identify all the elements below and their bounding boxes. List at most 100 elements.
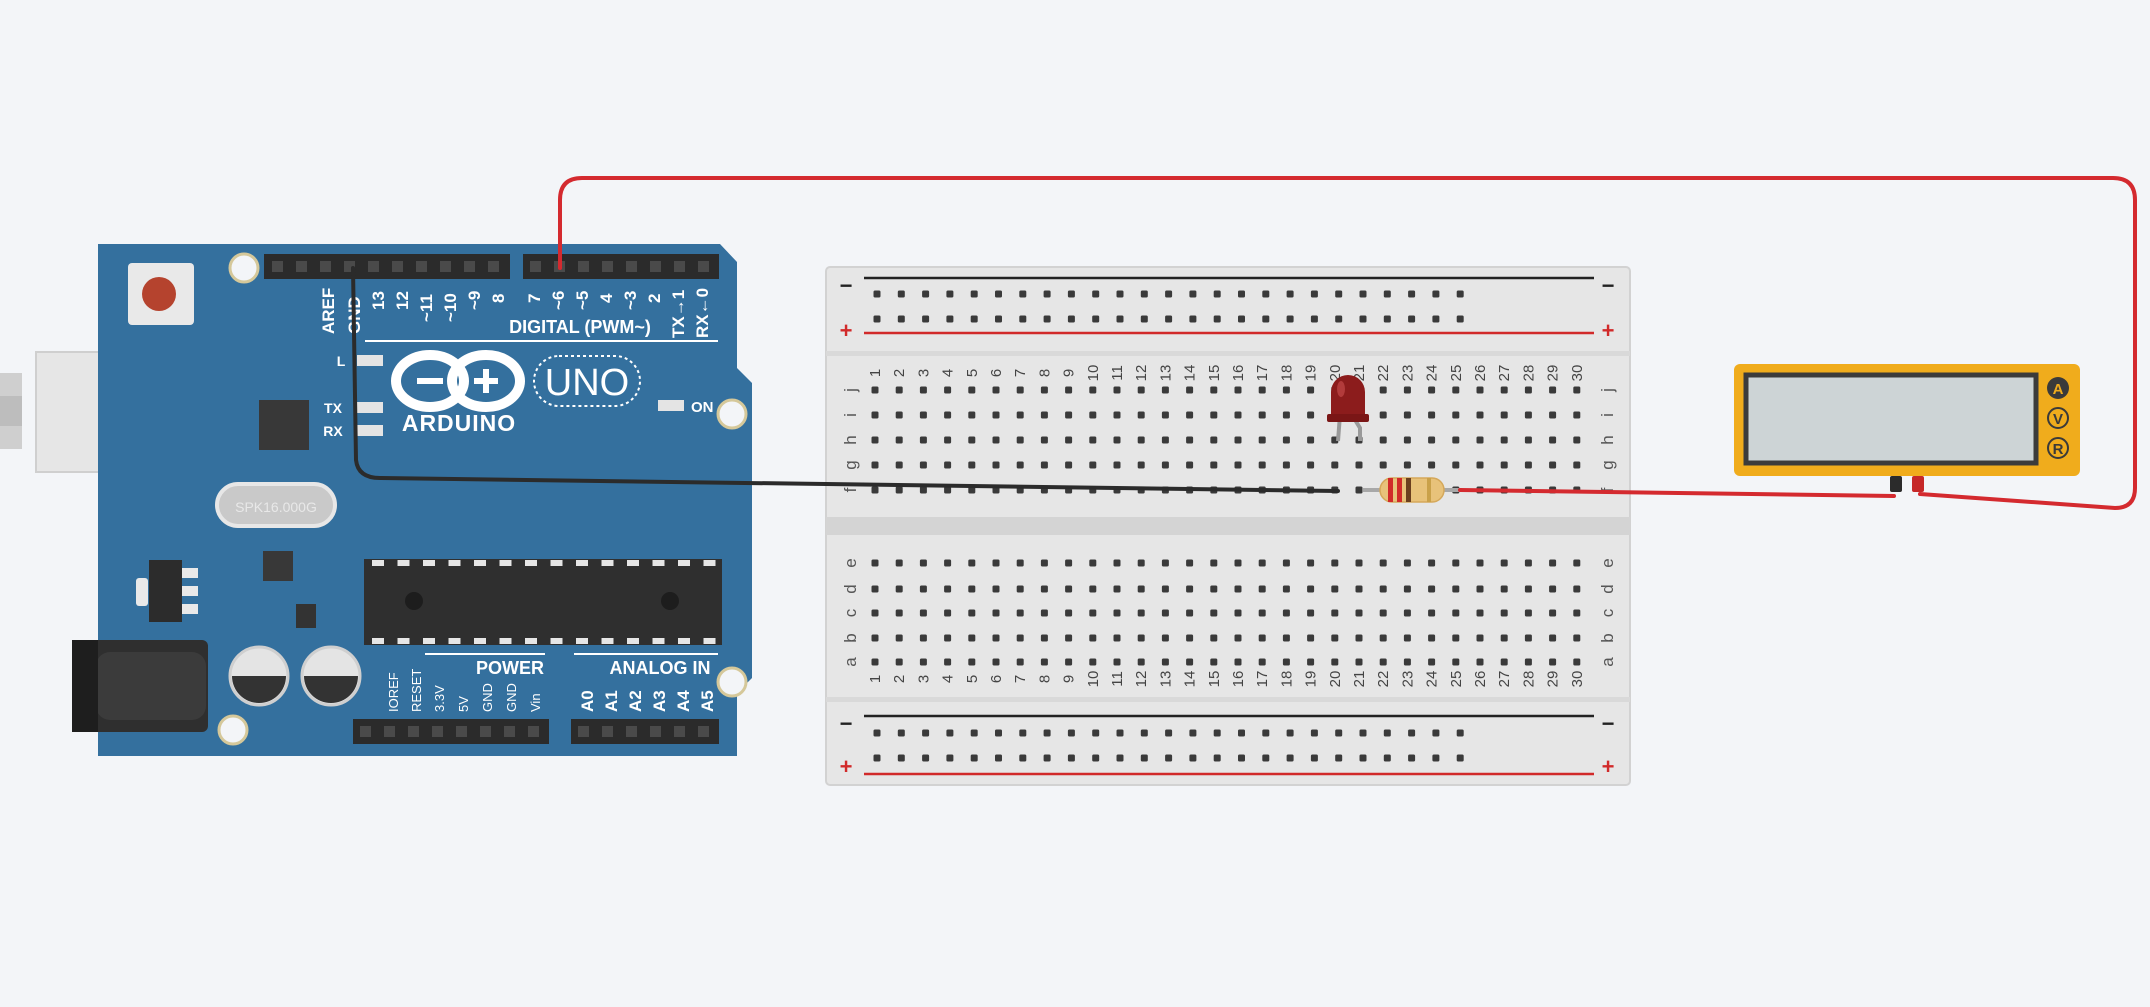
breadboard-hole[interactable] — [1065, 559, 1073, 567]
breadboard-hole[interactable] — [1113, 436, 1121, 444]
rail-hole[interactable] — [995, 729, 1002, 737]
breadboard-hole[interactable] — [1403, 609, 1411, 617]
breadboard-hole[interactable] — [1089, 609, 1097, 617]
breadboard-hole[interactable] — [1331, 658, 1339, 666]
rail-hole[interactable] — [1432, 315, 1440, 323]
red-led[interactable] — [1327, 375, 1369, 442]
rail-hole[interactable] — [1359, 754, 1367, 762]
rail-hole[interactable] — [1067, 290, 1075, 298]
breadboard-hole[interactable] — [1282, 559, 1290, 567]
breadboard-hole[interactable] — [1307, 461, 1315, 469]
breadboard-hole[interactable] — [968, 559, 976, 567]
breadboard-hole[interactable] — [1379, 609, 1387, 617]
rail-hole[interactable] — [1408, 315, 1416, 323]
reset-button[interactable] — [142, 277, 176, 311]
breadboard-hole[interactable] — [1040, 461, 1048, 469]
breadboard-hole[interactable] — [1210, 386, 1218, 394]
breadboard-hole[interactable] — [919, 559, 927, 567]
breadboard-hole[interactable] — [1573, 411, 1581, 419]
breadboard-hole[interactable] — [1524, 559, 1532, 567]
rail-hole[interactable] — [873, 729, 881, 737]
breadboard-hole[interactable] — [871, 461, 879, 469]
breadboard-hole[interactable] — [1403, 658, 1411, 666]
rail-hole[interactable] — [1383, 729, 1391, 737]
breadboard-hole[interactable] — [1307, 436, 1315, 444]
breadboard-hole[interactable] — [1428, 436, 1436, 444]
breadboard-hole[interactable] — [1065, 411, 1073, 419]
rail-hole[interactable] — [1310, 290, 1318, 298]
breadboard-hole[interactable] — [1065, 658, 1073, 666]
breadboard-hole[interactable] — [1307, 386, 1315, 394]
breadboard-hole[interactable] — [1258, 634, 1266, 642]
breadboard-hole[interactable] — [1452, 634, 1460, 642]
rail-hole[interactable] — [1092, 729, 1100, 737]
mode-a-icon[interactable] — [2047, 377, 2069, 399]
rail-hole[interactable] — [1140, 754, 1148, 762]
breadboard[interactable]: − − + + − − + + 112233445566778899101011… — [825, 266, 1631, 786]
breadboard-hole[interactable] — [1379, 411, 1387, 419]
breadboard-hole[interactable] — [944, 585, 952, 593]
rail-hole[interactable] — [1092, 315, 1100, 323]
rail-hole[interactable] — [1043, 754, 1051, 762]
breadboard-hole[interactable] — [1186, 585, 1194, 593]
breadboard-hole[interactable] — [1234, 634, 1242, 642]
breadboard-hole[interactable] — [919, 585, 927, 593]
breadboard-hole[interactable] — [944, 461, 952, 469]
multimeter-mode-a[interactable]: A — [2047, 377, 2069, 399]
rail-hole[interactable] — [1359, 290, 1367, 298]
breadboard-hole[interactable] — [1355, 559, 1363, 567]
breadboard-hole[interactable] — [1500, 609, 1508, 617]
breadboard-hole[interactable] — [1065, 436, 1073, 444]
breadboard-hole[interactable] — [1040, 634, 1048, 642]
breadboard-hole[interactable] — [1524, 436, 1532, 444]
rail-hole[interactable] — [1310, 315, 1318, 323]
breadboard-hole[interactable] — [1524, 634, 1532, 642]
breadboard-hole[interactable] — [1549, 634, 1557, 642]
breadboard-hole[interactable] — [1040, 609, 1048, 617]
rail-hole[interactable] — [1019, 729, 1027, 737]
breadboard-hole[interactable] — [1573, 436, 1581, 444]
breadboard-hole[interactable] — [1403, 634, 1411, 642]
breadboard-hole[interactable] — [992, 436, 1000, 444]
rail-hole[interactable] — [970, 754, 978, 762]
rail-hole[interactable] — [1456, 315, 1464, 323]
header-pin-hole[interactable] — [392, 261, 403, 272]
breadboard-hole[interactable] — [1089, 461, 1097, 469]
rail-hole[interactable] — [1140, 315, 1148, 323]
breadboard-hole[interactable] — [1428, 634, 1436, 642]
resistor[interactable] — [1363, 477, 1462, 503]
breadboard-hole[interactable] — [1452, 609, 1460, 617]
red-wire-pin6-to-meter[interactable] — [558, 176, 2137, 511]
breadboard-hole[interactable] — [1089, 386, 1097, 394]
rail-hole[interactable] — [1238, 729, 1245, 737]
rail-hole[interactable] — [1213, 315, 1221, 323]
rail-hole[interactable] — [1019, 754, 1027, 762]
breadboard-hole[interactable] — [1016, 634, 1024, 642]
header-pin-hole[interactable] — [504, 726, 515, 737]
breadboard-hole[interactable] — [1500, 461, 1508, 469]
breadboard-hole[interactable] — [1403, 436, 1411, 444]
breadboard-hole[interactable] — [1065, 634, 1073, 642]
breadboard-hole[interactable] — [1355, 609, 1363, 617]
breadboard-hole[interactable] — [1210, 436, 1218, 444]
header-pin-hole[interactable] — [674, 726, 685, 737]
rail-hole[interactable] — [1116, 315, 1124, 323]
breadboard-hole[interactable] — [1113, 585, 1121, 593]
breadboard-hole[interactable] — [944, 658, 952, 666]
rail-hole[interactable] — [946, 729, 954, 737]
breadboard-hole[interactable] — [1307, 658, 1315, 666]
breadboard-hole[interactable] — [895, 486, 903, 494]
breadboard-hole[interactable] — [1307, 634, 1315, 642]
breadboard-hole[interactable] — [1040, 658, 1048, 666]
rail-hole[interactable] — [1335, 290, 1343, 298]
breadboard-hole[interactable] — [1040, 411, 1048, 419]
rail-hole[interactable] — [1067, 315, 1075, 323]
breadboard-hole[interactable] — [1331, 585, 1339, 593]
breadboard-hole[interactable] — [944, 386, 952, 394]
breadboard-hole[interactable] — [1210, 658, 1218, 666]
breadboard-hole[interactable] — [1282, 585, 1290, 593]
breadboard-hole[interactable] — [1089, 585, 1097, 593]
breadboard-hole[interactable] — [871, 634, 879, 642]
breadboard-hole[interactable] — [1428, 658, 1436, 666]
header-pin-hole[interactable] — [368, 261, 379, 272]
